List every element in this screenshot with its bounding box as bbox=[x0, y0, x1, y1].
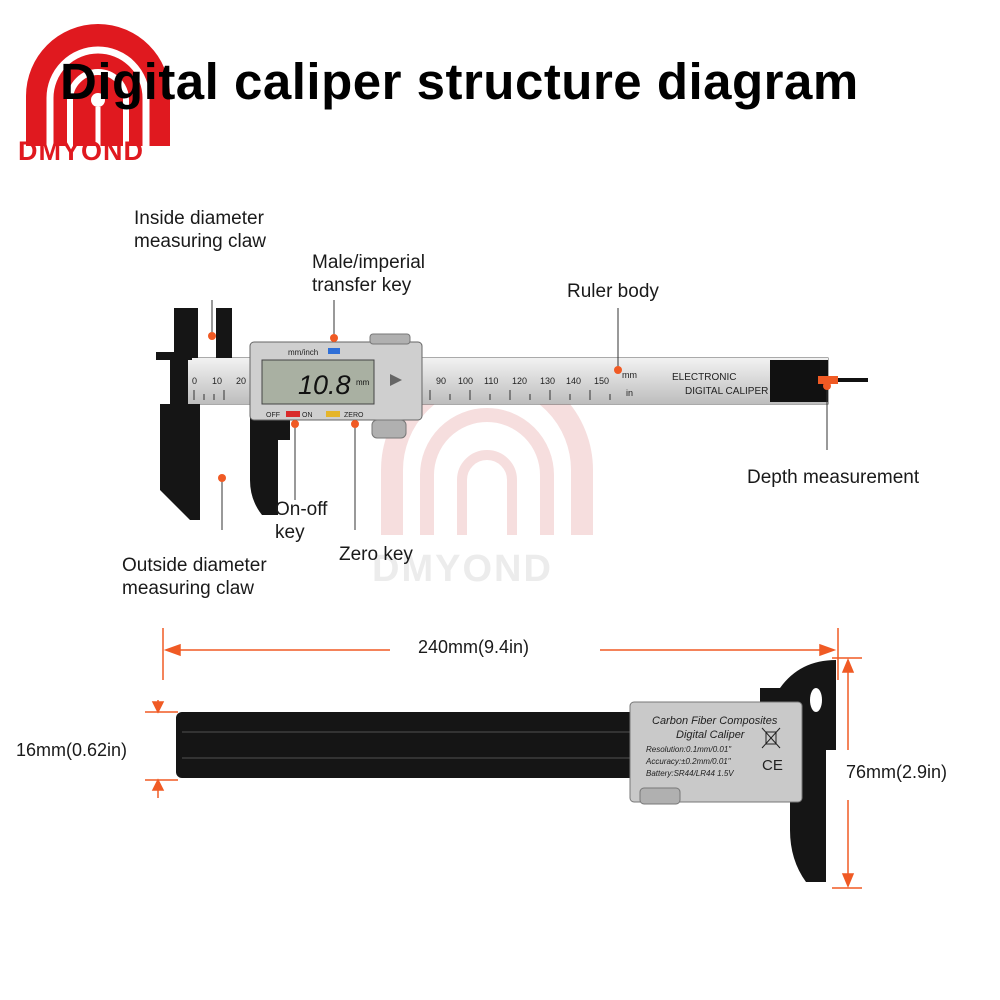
body-text-line1: ELECTRONIC bbox=[672, 372, 736, 383]
display-unit: mm bbox=[356, 378, 370, 387]
scale-number: 20 bbox=[236, 376, 246, 386]
scale-unit-in: in bbox=[626, 388, 633, 398]
back-label-line1: Carbon Fiber Composites bbox=[652, 715, 778, 727]
scale-number: 120 bbox=[512, 376, 527, 386]
inside-claw-label: Inside diameter measuring claw bbox=[134, 208, 266, 252]
caliper-back: Carbon Fiber Composites Digital Caliper … bbox=[145, 628, 862, 889]
scale-number: 100 bbox=[458, 376, 473, 386]
scale-number: 90 bbox=[436, 376, 446, 386]
back-label-line4: Accuracy:±0.2mm/0.01" bbox=[645, 757, 732, 766]
transfer-key-label: Male/imperial transfer key bbox=[312, 252, 425, 296]
zero-label: ZERO bbox=[344, 412, 364, 419]
outside-claw-label: Outside diameter measuring claw bbox=[122, 555, 267, 599]
length-dimension: 240mm(9.4in) bbox=[418, 637, 530, 657]
weee-bin-icon bbox=[761, 727, 781, 749]
thickness-dimension: 16mm(0.62in) bbox=[16, 740, 128, 760]
off-label: OFF bbox=[266, 412, 280, 419]
scale-number: 110 bbox=[484, 376, 498, 386]
display-value: 10.8 bbox=[298, 370, 351, 400]
scale-number: 140 bbox=[566, 376, 581, 386]
scale-number: 150 bbox=[594, 376, 609, 386]
on-label: ON bbox=[302, 412, 313, 419]
height-dimension: 76mm(2.9in) bbox=[846, 762, 948, 782]
zero-key-label: Zero key bbox=[339, 544, 413, 565]
back-label-line5: Battery:SR44/LR44 1.5V bbox=[646, 769, 734, 778]
ruler-body-label: Ruler body bbox=[567, 281, 659, 302]
logo-icon bbox=[26, 24, 170, 146]
scale-number: 10 bbox=[212, 376, 222, 386]
watermark-text: DMYOND bbox=[372, 548, 553, 590]
body-text-line2: DIGITAL CALIPER bbox=[685, 386, 768, 397]
page-title: Digital caliper structure diagram bbox=[60, 53, 859, 110]
unit-key-label: mm/inch bbox=[288, 348, 318, 357]
arrow-icon bbox=[390, 374, 402, 386]
scale-unit-mm: mm bbox=[622, 370, 637, 380]
scale-number: 0 bbox=[192, 376, 197, 386]
ce-mark: CE bbox=[762, 757, 783, 774]
back-label-line3: Resolution:0.1mm/0.01" bbox=[646, 745, 732, 754]
scale-number: 130 bbox=[540, 376, 555, 386]
back-label-line2: Digital Caliper bbox=[676, 729, 746, 741]
brand-name: DMYOND bbox=[18, 136, 144, 166]
on-off-key-label: On-off key bbox=[275, 499, 328, 543]
caliper-front: 0 10 20 90 100 110 120 130 140 150 mm in… bbox=[156, 300, 868, 530]
depth-label: Depth measurement bbox=[747, 467, 920, 488]
